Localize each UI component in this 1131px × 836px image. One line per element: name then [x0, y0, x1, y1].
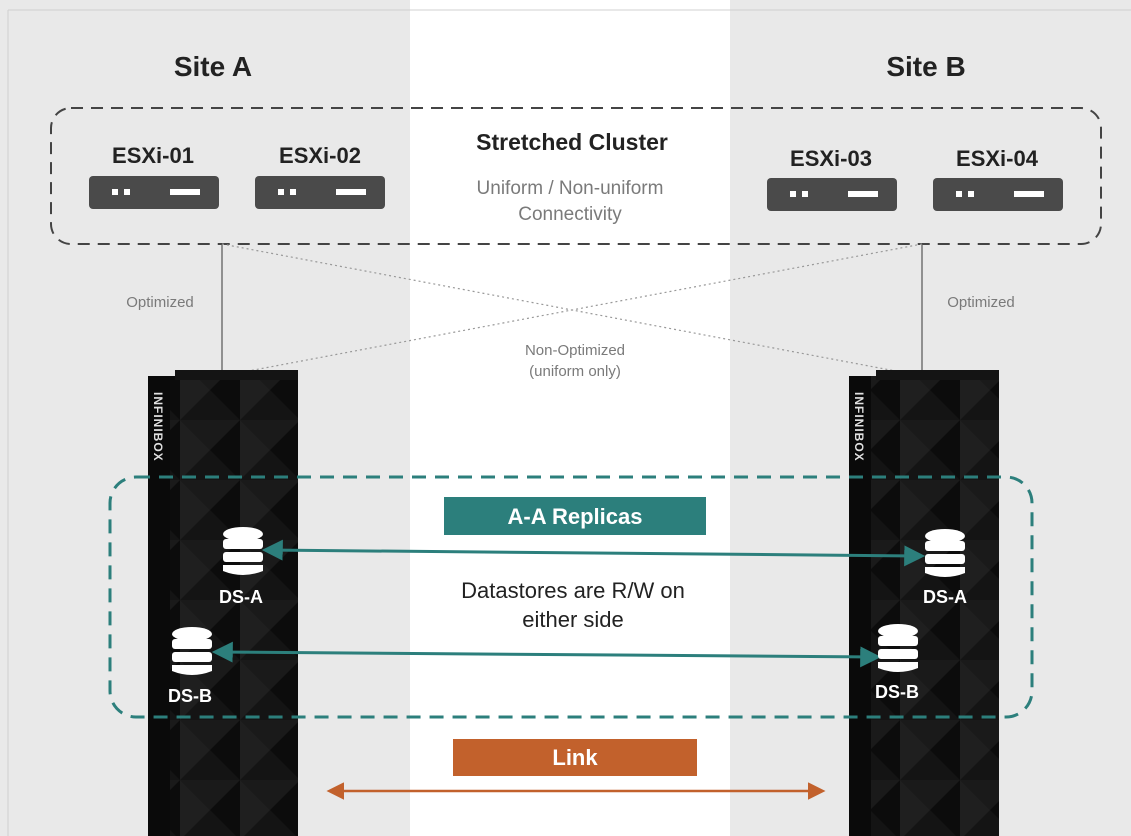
replicas-desc-line2: either side — [522, 607, 624, 632]
site-b-title: Site B — [886, 51, 965, 82]
link-badge — [453, 739, 697, 776]
non-optimized-label-line2: (uniform only) — [529, 363, 621, 380]
optimized-label-right: Optimized — [947, 294, 1015, 311]
stretched-cluster-box — [50, 107, 1102, 245]
database-icon — [925, 529, 965, 577]
server-icon — [933, 178, 1063, 211]
replicas-badge-label: A-A Replicas — [508, 504, 643, 529]
site-a-title: Site A — [174, 51, 252, 82]
host-label: ESXi-02 — [279, 143, 361, 168]
replication-arrow-ds-b — [211, 641, 882, 668]
host-esxi-03: ESXi-03 — [767, 146, 897, 211]
replicas-badge — [444, 497, 706, 535]
cluster-subtitle-line2: Connectivity — [518, 204, 622, 225]
infinibox-brand-left: INFINIBOX — [151, 392, 165, 462]
datastore-label-right-a: DS-A — [923, 587, 967, 607]
cluster-subtitle-line1: Uniform / Non-uniform — [477, 178, 664, 199]
datastore-label-left-a: DS-A — [219, 587, 263, 607]
cluster-title: Stretched Cluster — [476, 129, 668, 155]
link-badge-label: Link — [552, 745, 598, 770]
server-icon — [255, 176, 385, 209]
server-icon — [89, 176, 219, 209]
replicas-desc-line1: Datastores are R/W on — [461, 578, 685, 603]
database-icon — [172, 627, 212, 675]
host-label: ESXi-03 — [790, 146, 872, 171]
host-label: ESXi-01 — [112, 143, 194, 168]
host-esxi-01: ESXi-01 — [89, 143, 219, 209]
infinibox-brand-right: INFINIBOX — [852, 392, 866, 462]
datastore-label-left-b: DS-B — [168, 686, 212, 706]
server-icon — [767, 178, 897, 211]
non-optimized-path-2 — [221, 243, 923, 377]
datastore-label-right-b: DS-B — [875, 682, 919, 702]
host-label: ESXi-04 — [956, 146, 1039, 171]
optimized-label-left: Optimized — [126, 294, 194, 311]
host-esxi-02: ESXi-02 — [255, 143, 385, 209]
host-esxi-04: ESXi-04 — [933, 146, 1063, 211]
non-optimized-label-line1: Non-Optimized — [525, 342, 625, 359]
infinibox-right: INFINIBOX — [849, 370, 999, 836]
infinibox-left: INFINIBOX — [148, 370, 298, 836]
replicas-box — [108, 475, 1034, 719]
database-icon — [223, 527, 263, 575]
database-icon — [878, 624, 918, 672]
replication-arrow-ds-a — [261, 539, 926, 567]
